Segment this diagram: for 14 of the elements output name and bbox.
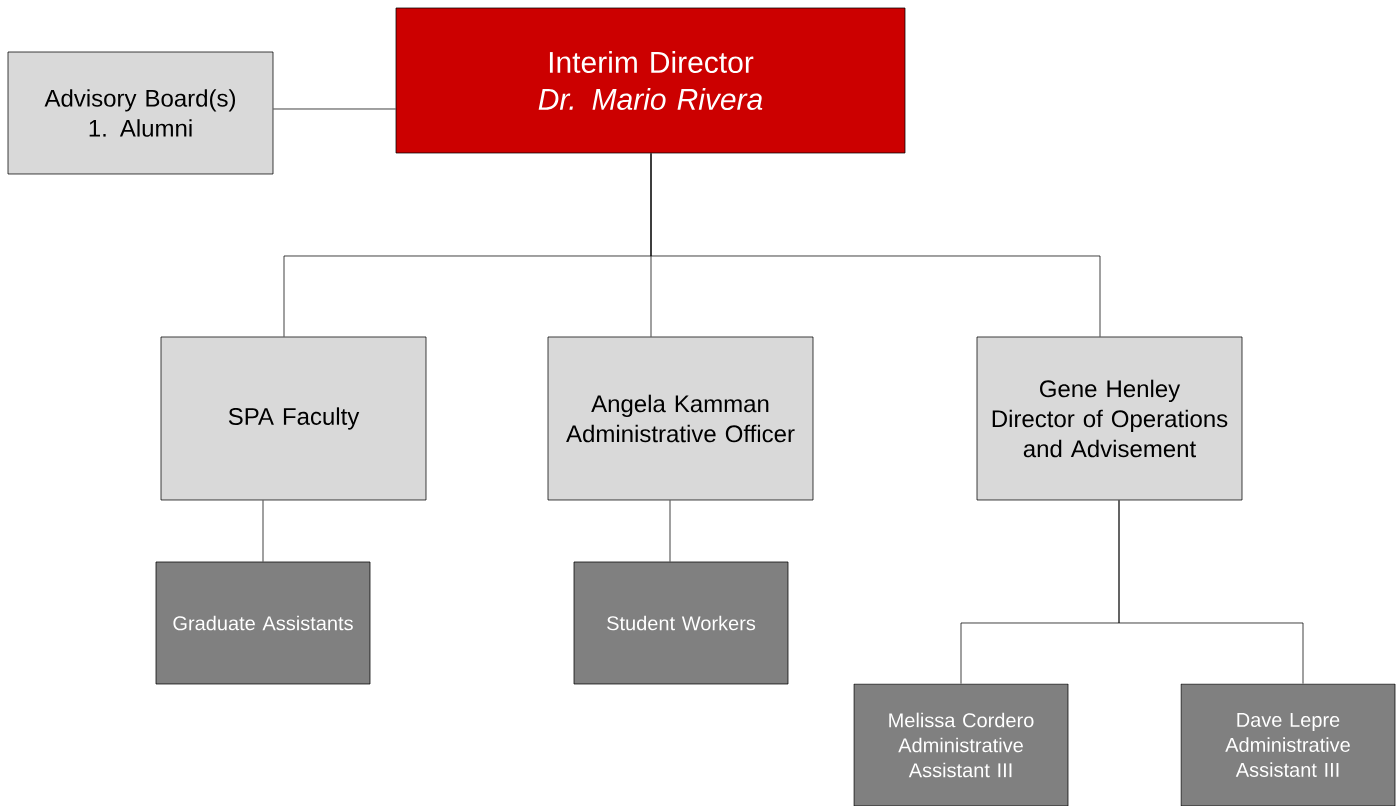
connector-line (273, 108, 396, 110)
org-box: Dave Lepre Administrative Assistant III (1180, 683, 1396, 806)
org-box: Interim Director Dr. Mario Rivera (395, 7, 906, 154)
connector-line (262, 500, 264, 562)
connector-line (669, 500, 671, 562)
org-box: SPA Faculty (160, 336, 427, 501)
connector-line (1118, 500, 1304, 684)
org-box: Student Workers (573, 561, 789, 685)
org-box: Gene Henley Director of Operations and Advisement (976, 336, 1243, 501)
org-box: Melissa Cordero Administrative Assistant III (853, 683, 1069, 806)
org-box: Advisory Board(s) 1. Alumni (7, 51, 274, 175)
connector-line (650, 153, 1101, 337)
org-box: Angela Kamman Administrative Officer (547, 336, 814, 501)
org-box: Graduate Assistants (155, 561, 371, 685)
